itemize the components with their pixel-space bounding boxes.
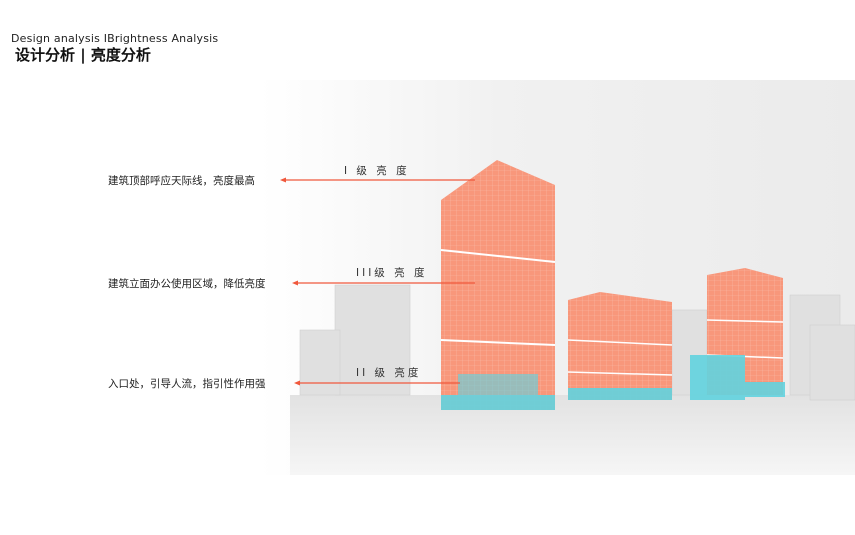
subtitle-english: Design analysis IBrightness Analysis [11,32,219,45]
page-title: 设计分析 | 亮度分析 [15,46,151,64]
annotation-note-3: 入口处，引导人流，指引性作用强 [108,378,266,390]
annotation-level-3: II 级 亮度 [356,367,422,379]
ground [290,395,855,475]
tower-main [440,160,556,410]
entrance-glow [441,355,785,410]
annotation-note-2: 建筑立面办公使用区域，降低亮度 [108,278,266,290]
leader-lines [280,177,475,386]
arrowhead-3 [294,380,300,386]
annotation-level-1: I 级 亮 度 [344,165,410,177]
tower-middle [567,292,673,400]
annotation-level-2: III级 亮 度 [356,267,428,279]
arrowhead-2 [292,280,298,286]
arrowhead-1 [280,177,286,183]
annotation-note-1: 建筑顶部呼应天际线，亮度最高 [108,175,255,187]
